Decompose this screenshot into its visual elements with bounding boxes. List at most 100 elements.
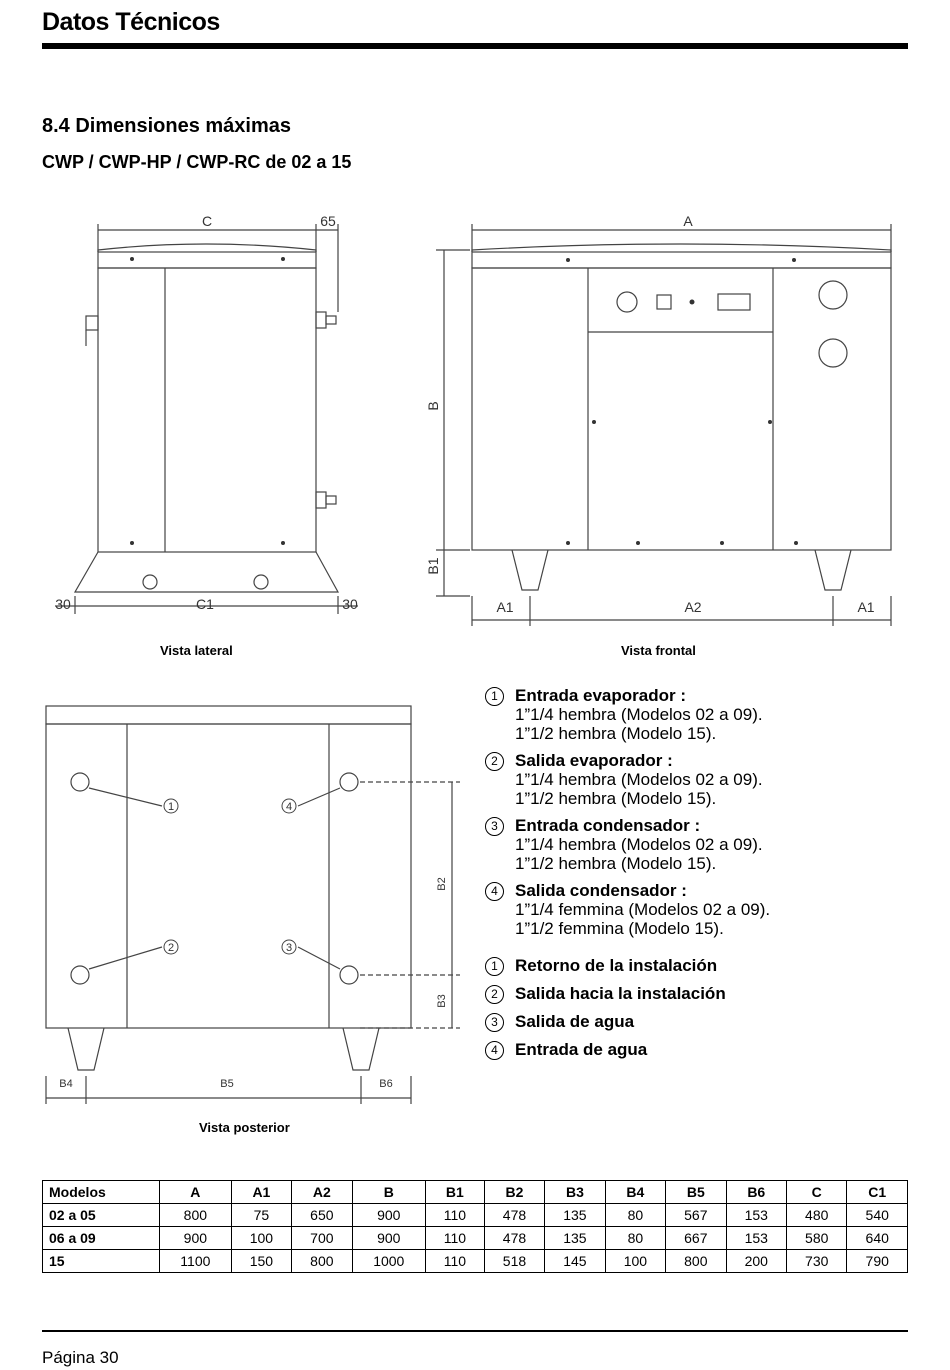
table-cell: 800: [159, 1203, 232, 1227]
legend-number: 4: [485, 882, 504, 901]
column-header: B4: [604, 1180, 667, 1204]
table-cell: 80: [604, 1203, 667, 1227]
table-cell: 150: [230, 1249, 293, 1273]
column-header: C: [785, 1180, 848, 1204]
table-cell: 135: [544, 1226, 606, 1250]
table-row: 06 a 09 900 100 700 900 110 478 135 80 6…: [42, 1226, 908, 1250]
table-header-row: Modelos A A1 A2 B B1 B2 B3 B4 B5 B6 C C1: [42, 1180, 908, 1204]
dim-label-a2: A2: [684, 599, 701, 615]
side-view-drawing: [55, 224, 358, 614]
legend-title: Entrada evaporador :: [515, 686, 686, 705]
dim-label-b1: B1: [425, 557, 441, 574]
page-header-title: Datos Técnicos: [42, 8, 220, 36]
rear-marker-3: 3: [286, 942, 292, 954]
column-header: B3: [544, 1180, 606, 1204]
legend-number: 3: [485, 817, 504, 836]
table-cell: 580: [785, 1226, 848, 1250]
column-header: A: [159, 1180, 232, 1204]
table-row: 02 a 05 800 75 650 900 110 478 135 80 56…: [42, 1203, 908, 1227]
legend-item-3: 3 Entrada condensador : 1”1/4 hembra (Mo…: [485, 816, 905, 873]
legend-line: 1”1/2 hembra (Modelo 15).: [515, 724, 717, 743]
table-cell: 650: [291, 1203, 353, 1227]
legend-title: Salida condensador :: [515, 881, 687, 900]
legend-title: Salida de agua: [515, 1012, 635, 1031]
legend-item-2: 2 Salida evaporador : 1”1/4 hembra (Mode…: [485, 751, 905, 808]
column-header: B6: [725, 1180, 788, 1204]
dim-label-a1-right: A1: [857, 599, 874, 615]
column-header: A1: [230, 1180, 293, 1204]
legend-line: 1”1/2 hembra (Modelo 15).: [515, 854, 717, 873]
table-cell: 730: [785, 1249, 848, 1273]
dim-label-a: A: [683, 213, 693, 229]
table-cell: 110: [425, 1226, 485, 1250]
dim-label-c1: C1: [196, 596, 214, 612]
column-header: B5: [665, 1180, 727, 1204]
legend-number: 4: [485, 1041, 504, 1060]
table-cell: 75: [230, 1203, 293, 1227]
footer-rule: [42, 1330, 908, 1332]
caption-rear-view: Vista posterior: [199, 1120, 290, 1135]
table-cell: 540: [846, 1203, 908, 1227]
table-cell: 100: [230, 1226, 293, 1250]
rear-marker-1: 1: [168, 801, 174, 813]
legend-line: 1”1/4 hembra (Modelos 02 a 09).: [515, 835, 763, 854]
caption-side-view: Vista lateral: [160, 643, 233, 658]
dim-label-65: 65: [320, 213, 336, 229]
dim-label-a1-left: A1: [496, 599, 513, 615]
table-cell: 640: [846, 1226, 908, 1250]
table-cell: 1000: [351, 1249, 427, 1273]
rear-marker-4: 4: [286, 801, 292, 813]
legend-title: Retorno de la instalación: [515, 956, 718, 975]
dim-label-c: C: [202, 213, 212, 229]
table-cell: 06 a 09: [42, 1226, 160, 1250]
dimensions-table: Modelos A A1 A2 B B1 B2 B3 B4 B5 B6 C C1…: [42, 1180, 908, 1273]
page-number: Página 30: [42, 1348, 119, 1367]
legend-number: 2: [485, 752, 504, 771]
table-cell: 478: [483, 1203, 546, 1227]
front-view-drawing: [436, 224, 892, 626]
table-cell: 15: [42, 1249, 160, 1273]
table-cell: 200: [725, 1249, 788, 1273]
dim-label-30-right: 30: [342, 596, 358, 612]
column-header: A2: [291, 1180, 353, 1204]
legend-number: 1: [485, 687, 504, 706]
rear-marker-2: 2: [168, 942, 174, 954]
table-cell: 100: [604, 1249, 667, 1273]
dim-label-b4: B4: [59, 1078, 72, 1090]
table-cell: 478: [483, 1226, 546, 1250]
table-cell: 153: [725, 1203, 788, 1227]
dim-label-b5: B5: [220, 1078, 233, 1090]
legend-item-4: 4 Salida condensador : 1”1/4 femmina (Mo…: [485, 881, 905, 938]
legend-title: Entrada de agua: [515, 1040, 648, 1059]
table-cell: 110: [425, 1203, 485, 1227]
table-cell: 153: [725, 1226, 788, 1250]
table-cell: 02 a 05: [42, 1203, 160, 1227]
table-cell: 80: [604, 1226, 667, 1250]
dim-label-b2: B2: [436, 877, 448, 890]
dim-label-b6: B6: [379, 1078, 392, 1090]
table-cell: 518: [483, 1249, 546, 1273]
caption-front-view: Vista frontal: [621, 643, 696, 658]
column-header: B2: [483, 1180, 546, 1204]
legend-number: 3: [485, 1013, 504, 1032]
circuits-legend: 1 Retorno de la instalación 2 Salida hac…: [485, 956, 905, 1060]
column-header: B: [351, 1180, 427, 1204]
legend-line: 1”1/4 hembra (Modelos 02 a 09).: [515, 770, 763, 789]
table-cell: 110: [425, 1249, 485, 1273]
table-cell: 667: [665, 1226, 727, 1250]
table-cell: 790: [846, 1249, 908, 1273]
legend-number: 2: [485, 985, 504, 1004]
table-cell: 480: [785, 1203, 848, 1227]
table-cell: 135: [544, 1203, 606, 1227]
table-cell: 800: [665, 1249, 727, 1273]
column-header: Modelos: [42, 1180, 160, 1204]
column-header: B1: [425, 1180, 485, 1204]
circuit-item-1: 1 Retorno de la instalación: [485, 956, 905, 976]
header-rule: [42, 43, 908, 49]
legend-line: 1”1/4 femmina (Modelos 02 a 09).: [515, 900, 771, 919]
legend-line: 1”1/2 femmina (Modelo 15).: [515, 919, 724, 938]
legend-title: Salida hacia la instalación: [515, 984, 726, 1003]
table-cell: 900: [351, 1203, 427, 1227]
legend-title: Salida evaporador :: [515, 751, 673, 770]
connections-legend: 1 Entrada evaporador : 1”1/4 hembra (Mod…: [485, 686, 905, 1068]
